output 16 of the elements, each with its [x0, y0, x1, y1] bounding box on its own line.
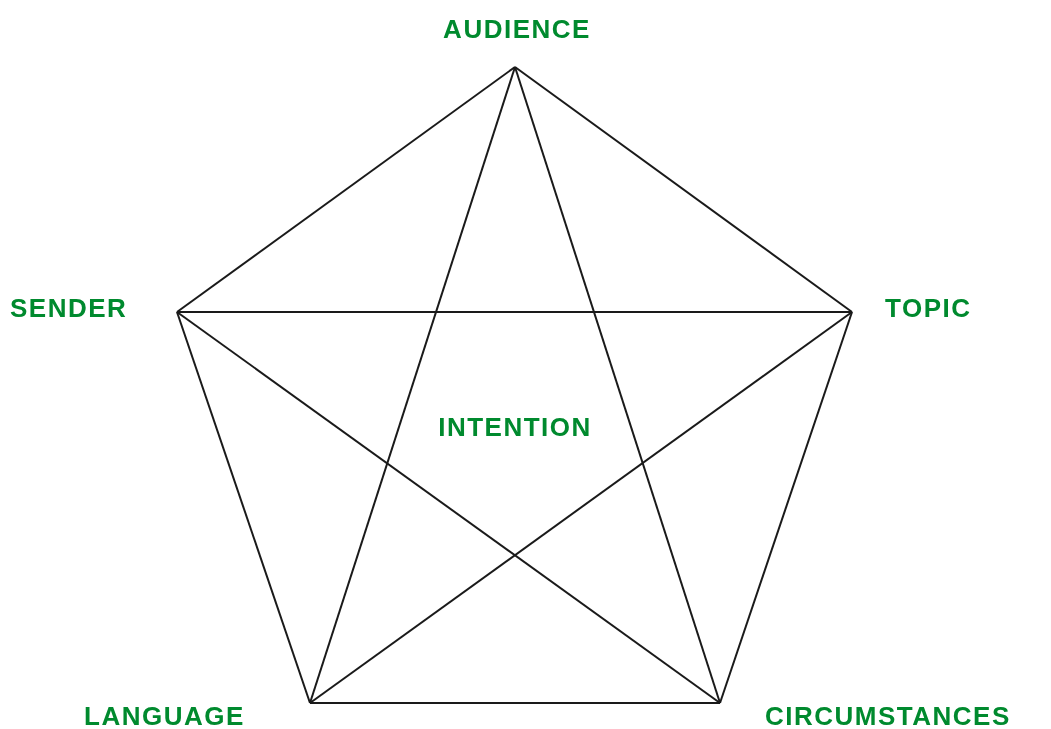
vertex-label: CIRCUMSTANCES: [765, 701, 1011, 729]
connector-line: [309, 311, 853, 704]
center-label: INTENTION: [438, 412, 592, 442]
vertex-label: SENDER: [10, 293, 128, 323]
connector-line: [176, 66, 516, 313]
connector-line: [309, 66, 516, 704]
connector-line: [176, 311, 853, 313]
connector-line: [514, 66, 853, 313]
vertex-label: AUDIENCE: [443, 14, 591, 44]
vertex-label: TOPIC: [885, 293, 972, 323]
vertex-label: LANGUAGE: [84, 701, 245, 729]
connector-line: [176, 311, 311, 704]
connector-line: [176, 311, 721, 704]
connector-line: [514, 66, 721, 704]
connector-line: [309, 702, 721, 704]
connector-line: [719, 311, 853, 704]
